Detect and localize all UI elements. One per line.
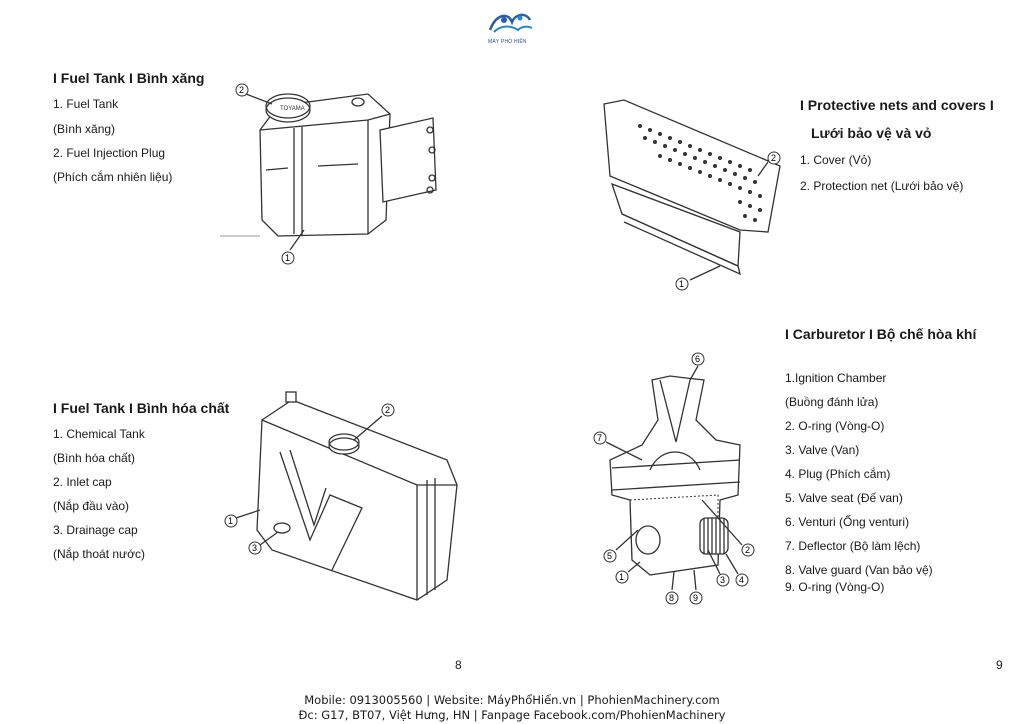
callout-label: 3 [252, 543, 257, 553]
fuel-tank-diagram: TOYAMA 2 1 [220, 83, 437, 265]
callout-label: 9 [693, 593, 698, 603]
page-number-left: 8 [455, 658, 462, 672]
footer-address: Đc: G17, BT07, Việt Hưng, HN | Fanpage F… [298, 708, 726, 722]
carburetor-item: 8. Valve guard (Van bảo vệ) [785, 563, 933, 577]
logo: MÁY PHỔ HIẾN [482, 8, 538, 46]
carburetor-title: I Carburetor I Bộ chế hòa khí [785, 326, 977, 342]
protective-title-line1: I Protective nets and covers I [800, 97, 994, 113]
carburetor-item: 6. Venturi (Ống venturi) [785, 515, 910, 529]
carburetor-item: (Buồng đánh lửa) [785, 395, 879, 409]
machine-logo-icon [488, 13, 533, 33]
callout-label: 2 [745, 545, 750, 555]
callout-label: 2 [385, 405, 390, 415]
chemical-tank-item: (Nắp thoát nước) [53, 547, 145, 561]
carburetor-item: 3. Valve (Van) [785, 443, 860, 457]
callout-label: 7 [597, 433, 602, 443]
callout-label: 2 [239, 85, 244, 95]
carburetor-item: 5. Valve seat (Đế van) [785, 491, 903, 505]
carburetor-item: 7. Deflector (Bộ làm lệch) [785, 539, 921, 553]
callout-label: 3 [720, 575, 725, 585]
protective-net-diagram: 2 1 [603, 99, 781, 291]
chemical-tank-item: 2. Inlet cap [53, 475, 112, 489]
protective-title-line2: Lưới bảo vệ và vỏ [811, 125, 932, 141]
callout-label: 1 [679, 279, 684, 289]
carburetor-item: 1.Ignition Chamber [785, 371, 887, 385]
callout-label: 1 [619, 572, 624, 582]
page-number-right: 9 [996, 658, 1003, 672]
chemical-tank-item: (Bình hóa chất) [53, 451, 136, 465]
callout-label: 5 [607, 551, 612, 561]
protective-item: 2. Protection net (Lưới bảo vệ) [800, 179, 964, 193]
fuel-tank-item: 1. Fuel Tank [53, 97, 119, 111]
callout-label: 6 [695, 354, 700, 364]
chemical-tank-item: 3. Drainage cap [53, 523, 138, 537]
carburetor-item: 9. O-ring (Vòng-O) [785, 580, 885, 594]
fuel-tank-title: I Fuel Tank I Bình xăng [53, 70, 205, 86]
fuel-tank-item: (Bình xăng) [53, 122, 116, 136]
callout-label: 1 [285, 253, 290, 263]
footer-contact: Mobile: 0913005560 | Website: MáyPhổHiến… [304, 693, 720, 707]
fuel-tank-item: (Phích cắm nhiên liệu) [53, 170, 173, 184]
callout-label: 2 [771, 153, 776, 163]
logo-text: MÁY PHỔ HIẾN [488, 39, 527, 45]
chemical-tank-title: I Fuel Tank I Bình hóa chất [53, 400, 230, 416]
protective-item: 1. Cover (Vỏ) [800, 153, 872, 167]
callout-label: 8 [669, 593, 674, 603]
chemical-tank-item: 1. Chemical Tank [53, 427, 145, 441]
chemical-tank-diagram: 2 1 3 [224, 391, 458, 601]
carburetor-item: 4. Plug (Phích cắm) [785, 467, 891, 481]
chemical-tank-item: (Nắp đầu vào) [53, 499, 130, 513]
svg-text:TOYAMA: TOYAMA [280, 106, 305, 112]
callout-label: 1 [228, 516, 233, 526]
fuel-tank-item: 2. Fuel Injection Plug [53, 146, 166, 160]
callout-label: 4 [739, 575, 744, 585]
carburetor-diagram: 6 7 5 1 8 9 3 4 2 [593, 352, 755, 605]
carburetor-item: 2. O-ring (Vòng-O) [785, 419, 885, 433]
